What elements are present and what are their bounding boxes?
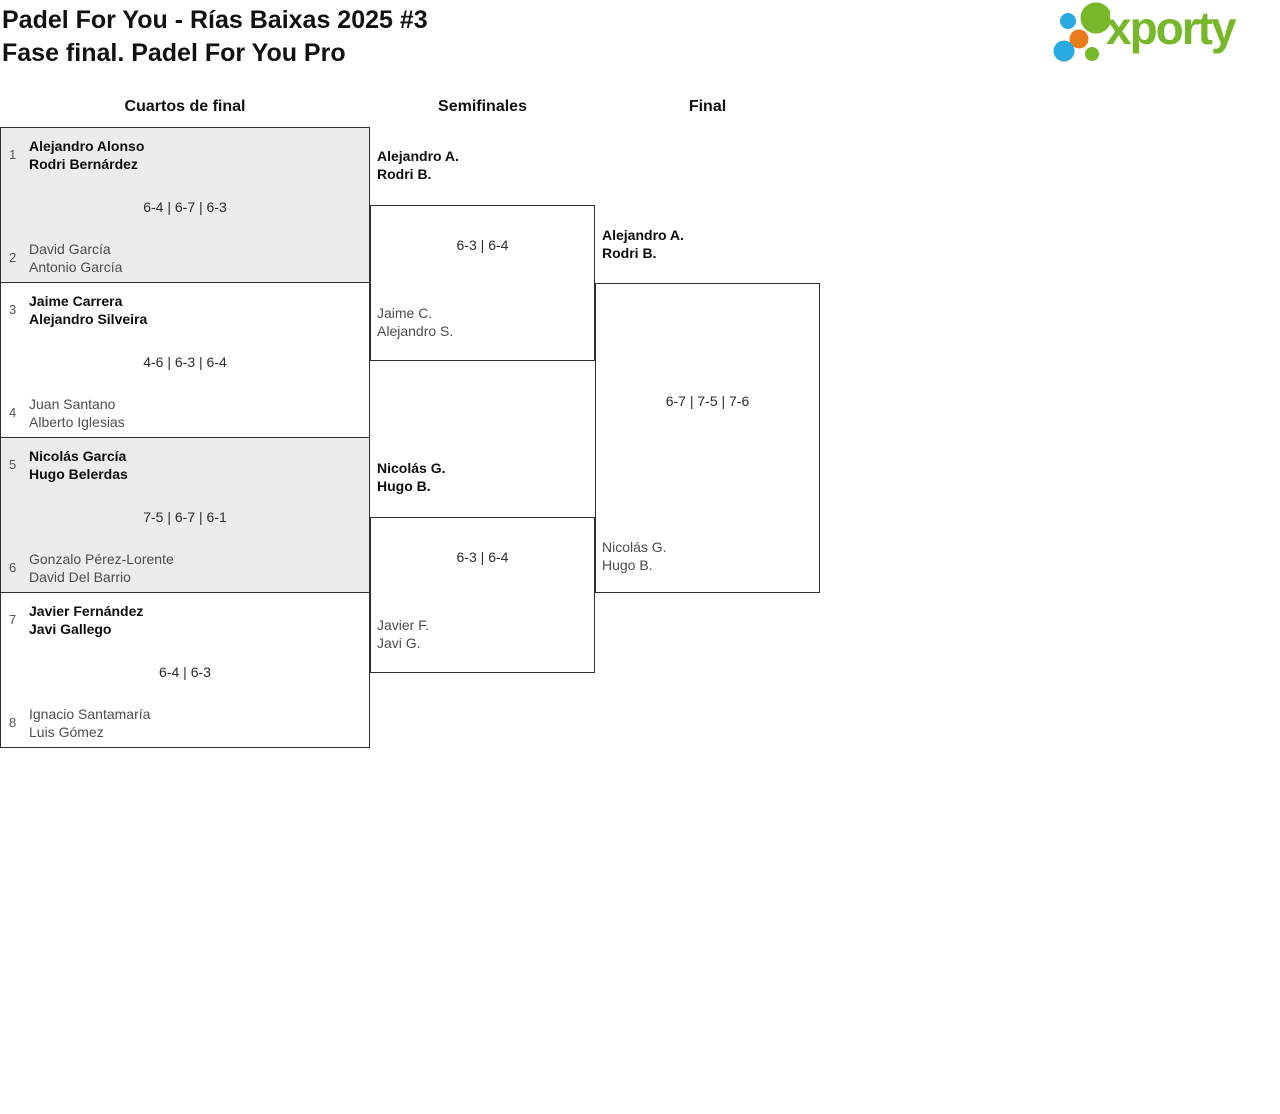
player-name: Javier F. [377,617,430,633]
player-name: David García [29,241,111,257]
semifinal-match-1-box [370,205,595,361]
player-name: Alejandro S. [377,323,454,339]
player-name: Gonzalo Pérez-Lorente [29,551,174,567]
player-name: Alejandro A. [602,227,684,243]
player-name: Rodri B. [602,245,657,261]
match-score: 4-6 | 6-3 | 6-4 [143,354,227,370]
seed-number: 7 [9,612,17,627]
team-pair-loser: Juan Santano Alberto Iglesias [29,395,125,431]
player-name: Nicolás García [29,448,127,464]
semifinal-1-entrant-bottom: Jaime C. Alejandro S. [377,304,453,340]
quarterfinal-match-4: 7 Javier Fernández Javi Gallego 6-4 | 6-… [0,592,370,748]
page-title: Padel For You - Rías Baixas 2025 #3 [2,6,428,34]
seed-number: 2 [9,250,17,265]
player-name: Rodri B. [377,166,432,182]
seed-number: 1 [9,147,17,162]
final-score: 6-7 | 7-5 | 7-6 [665,393,750,409]
seed-number: 3 [9,302,17,317]
seed-number: 4 [9,405,17,420]
round-label-quarterfinals: Cuartos de final [124,98,246,115]
round-label-final: Final [688,98,727,115]
seed-number: 6 [9,560,17,575]
semifinal-1-entrant-top: Alejandro A. Rodri B. [377,147,459,183]
semifinal-2-entrant-bottom: Javier F. Javi G. [377,616,429,652]
player-name: Jaime Carrera [29,293,123,309]
round-label-semifinals: Semifinales [438,98,527,115]
player-name: Alejandro Silveira [29,311,148,327]
player-name: Hugo B. [377,478,431,494]
player-name: Juan Santano [29,396,116,412]
xporty-logo[interactable]: xporty [1046,0,1276,66]
player-name: David Del Barrio [29,569,131,585]
final-entrant-bottom: Nicolás G. Hugo B. [602,538,667,574]
player-name: Hugo B. [602,557,653,573]
player-name: Ignacio Santamaría [29,706,151,722]
team-pair-winner: Nicolás García Hugo Belerdas [29,447,128,483]
player-name: Alejandro A. [377,148,459,164]
player-name: Hugo Belerdas [29,466,128,482]
seed-number: 5 [9,457,17,472]
player-name: Rodri Bernárdez [29,156,138,172]
player-name: Nicolás G. [602,539,667,555]
player-name: Javi G. [377,635,421,651]
page-header: Padel For You - Rías Baixas 2025 #3 Fase… [2,4,428,70]
team-pair-winner: Alejandro Alonso Rodri Bernárdez [29,137,144,173]
semifinal-match-2-box [370,517,595,673]
match-score: 7-5 | 6-7 | 6-1 [143,509,227,525]
quarterfinal-match-2: 3 Jaime Carrera Alejandro Silveira 4-6 |… [0,282,370,438]
player-name: Jaime C. [377,305,433,321]
player-name: Javier Fernández [29,603,144,619]
final-match-box [595,283,820,593]
team-pair-winner: Jaime Carrera Alejandro Silveira [29,292,147,328]
quarterfinal-match-1: 1 Alejandro Alonso Rodri Bernárdez 6-4 |… [0,127,370,283]
match-score: 6-4 | 6-3 [159,664,211,680]
semifinal-2-entrant-top: Nicolás G. Hugo B. [377,459,445,495]
semifinal-2-score: 6-3 | 6-4 [456,549,509,565]
player-name: Antonio García [29,259,123,275]
team-pair-loser: Ignacio Santamaría Luis Gómez [29,705,150,741]
quarterfinal-match-3: 5 Nicolás García Hugo Belerdas 7-5 | 6-7… [0,437,370,593]
xporty-logo-text: xporty [1106,2,1237,54]
team-pair-loser: David García Antonio García [29,240,122,276]
match-score: 6-4 | 6-7 | 6-3 [143,199,227,215]
semifinal-1-score: 6-3 | 6-4 [456,237,509,253]
xporty-logo-dots-icon [1053,2,1110,62]
seed-number: 8 [9,715,17,730]
player-name: Nicolás G. [377,460,446,476]
final-entrant-top: Alejandro A. Rodri B. [602,226,684,262]
team-pair-loser: Gonzalo Pérez-Lorente David Del Barrio [29,550,174,586]
player-name: Luis Gómez [29,724,104,740]
player-name: Javi Gallego [29,621,112,637]
team-pair-winner: Javier Fernández Javi Gallego [29,602,143,638]
page-subtitle: Fase final. Padel For You Pro [2,39,346,67]
player-name: Alberto Iglesias [29,414,125,430]
player-name: Alejandro Alonso [29,138,145,154]
